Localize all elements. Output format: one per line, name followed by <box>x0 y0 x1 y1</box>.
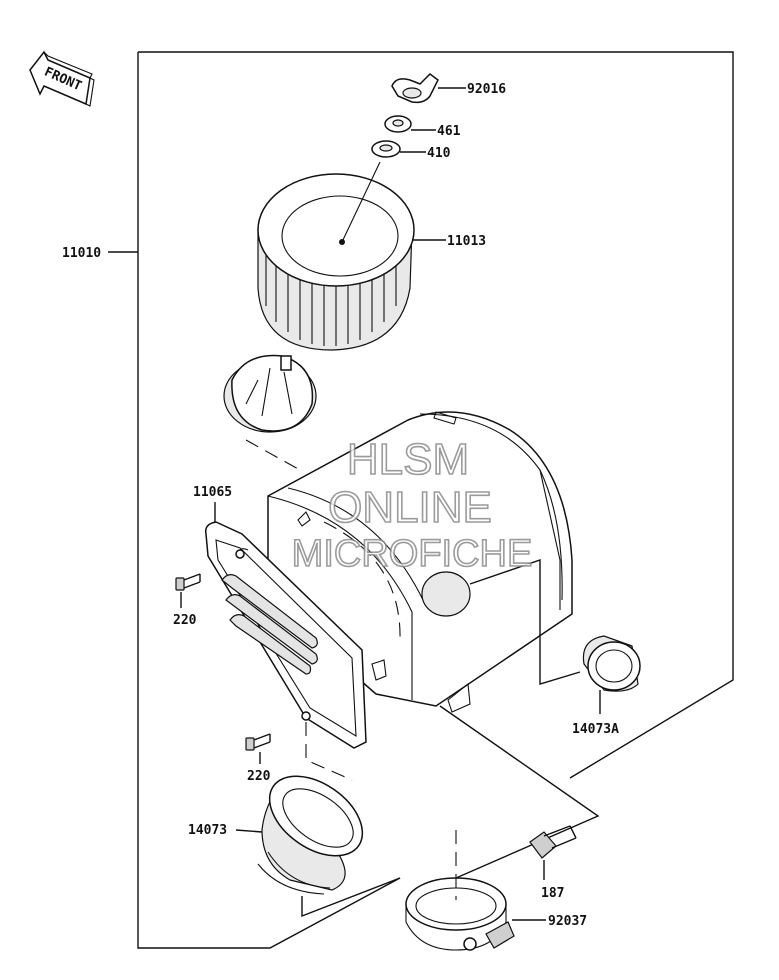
watermark: HLSM ONLINE MICROFICHE <box>291 434 533 576</box>
label-11013: 11013 <box>447 234 486 249</box>
air-filter-part <box>257 161 446 351</box>
label-92037: 92037 <box>548 914 587 929</box>
front-arrow-badge: FRONT <box>29 50 95 107</box>
watermark-line3: MICROFICHE <box>292 533 533 575</box>
washer-part <box>384 115 436 133</box>
wing-nut-part <box>391 73 466 104</box>
part-labels: 92016 461 410 11013 11010 11065 220 220 … <box>62 82 619 929</box>
hose-clamp-part <box>405 830 546 951</box>
label-220-upper: 220 <box>173 613 197 628</box>
assembly-bracket <box>137 51 734 949</box>
label-14073A: 14073A <box>572 722 619 737</box>
label-220-lower: 220 <box>247 769 271 784</box>
intake-duct-part <box>235 775 401 918</box>
label-11010: 11010 <box>62 246 101 261</box>
cap-part <box>582 635 641 714</box>
filter-holder-part <box>223 354 317 471</box>
label-14073: 14073 <box>188 823 227 838</box>
watermark-line2: ONLINE <box>328 483 492 532</box>
watermark-line1: HLSM <box>347 435 469 484</box>
air-cleaner-cover-part <box>204 502 367 749</box>
label-461: 461 <box>437 124 461 139</box>
bolt-part <box>529 825 577 880</box>
label-410: 410 <box>427 146 451 161</box>
label-187: 187 <box>541 886 564 901</box>
washer-small-part <box>371 140 426 158</box>
screw-lower-part <box>245 722 353 781</box>
screw-upper-part <box>175 573 201 608</box>
label-92016: 92016 <box>467 82 506 97</box>
label-11065: 11065 <box>193 485 232 500</box>
